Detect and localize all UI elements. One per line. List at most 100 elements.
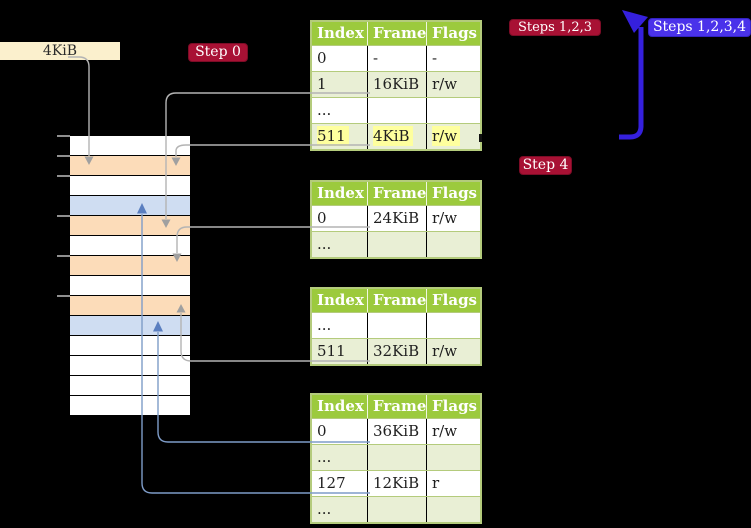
memory-row-page-table: [70, 156, 190, 175]
highlighted-value: 4KiB: [373, 126, 413, 146]
table-header-cell: Flags: [432, 291, 477, 309]
memory-row-page-table: [70, 216, 190, 235]
table-cell: -: [432, 49, 438, 67]
table-cell: 127: [312, 471, 368, 496]
table-cell: ...: [312, 497, 368, 522]
table-row: ...: [312, 97, 480, 123]
table-row: ...: [312, 496, 480, 522]
table-cell: 36KiB: [368, 419, 427, 444]
memory-row-empty: [70, 176, 190, 195]
table-cell: 0: [312, 419, 368, 444]
table-header-cell: Frame: [368, 395, 427, 418]
table-cell: ...: [312, 445, 368, 470]
table-header-cell: Frame: [368, 182, 427, 205]
table-cell: [427, 497, 480, 522]
table-cell: r/w: [432, 422, 458, 440]
memory-row-empty: [70, 136, 190, 155]
table-row: ...: [312, 231, 480, 257]
table-cell: [368, 313, 427, 338]
recursive-loop-arrow: [619, 27, 644, 140]
memory-row-empty: [70, 376, 190, 395]
memory-tick: [57, 175, 70, 177]
table-header-cell: Index: [312, 182, 368, 205]
memory-tick: [57, 255, 70, 257]
table-row: ...: [312, 312, 480, 338]
memory-row-page-table: [70, 256, 190, 275]
table-header-cell: Frame: [368, 22, 427, 45]
table-cell: r/w: [432, 209, 458, 227]
table-cell: [368, 497, 427, 522]
table-cell: 32KiB: [368, 339, 427, 364]
table-header-cell: Index: [312, 22, 368, 45]
memory-row-empty: [70, 396, 190, 415]
table-cell: [368, 98, 427, 123]
memory-row-empty: [70, 356, 190, 375]
table-cell: [368, 232, 427, 257]
table-cell: [368, 445, 427, 470]
table-cell: [427, 232, 480, 257]
table-cell: 0: [312, 206, 368, 231]
table-cell: [427, 98, 480, 123]
table-header-cell: Index: [312, 395, 368, 418]
memory-row-empty: [70, 336, 190, 355]
table-cell: r/w: [432, 342, 458, 360]
table-cell: 12KiB: [368, 471, 427, 496]
memory-row-empty: [70, 276, 190, 295]
table-row: 511 4KiB r/w: [312, 123, 480, 149]
table-cell: [427, 445, 480, 470]
table-cell: 511: [312, 124, 368, 149]
step-0-badge: Step 0: [188, 43, 248, 62]
memory-row-empty: [70, 236, 190, 255]
table-cell: 511: [312, 339, 368, 364]
table-cell: ...: [312, 98, 368, 123]
table-cell: 0: [312, 46, 368, 71]
table-header-cell: Flags: [432, 184, 477, 202]
steps-1-2-3-badge: Steps 1,2,3: [509, 19, 601, 36]
table-header-cell: Flags: [432, 24, 477, 42]
table-cell: 1: [312, 72, 368, 97]
table-cell: [427, 313, 480, 338]
memory-tick: [57, 135, 70, 137]
memory-tick: [57, 215, 70, 217]
table-row: ...: [312, 444, 480, 470]
table-cell: r/w: [432, 75, 458, 93]
table-cell: 4KiB: [368, 124, 427, 149]
memory-row-page-table: [70, 296, 190, 315]
highlighted-value: 511: [317, 126, 349, 146]
memory-row-mapped-page: [70, 316, 190, 335]
table-cell: r: [432, 474, 440, 492]
physical-memory-column: [70, 136, 190, 416]
table-cell: 24KiB: [368, 206, 427, 231]
table-row: 0--: [312, 45, 480, 71]
table-header-cell: Flags: [432, 397, 477, 415]
step-4-badge: Step 4: [519, 156, 572, 175]
memory-tick: [57, 155, 70, 157]
table-cell: r/w: [427, 124, 480, 149]
steps-1-2-3-4-badge: Steps 1,2,3,4: [648, 18, 751, 37]
table-header-cell: Frame: [368, 289, 427, 312]
table-cell: ...: [312, 313, 368, 338]
highlighted-value: r/w: [432, 126, 461, 146]
memory-row-mapped-page: [70, 196, 190, 215]
table-border-notch: [479, 134, 482, 142]
memory-address-label: 4KiB: [0, 42, 120, 60]
table-header-cell: Index: [312, 289, 368, 312]
table-cell: 16KiB: [368, 72, 427, 97]
table-cell: -: [368, 46, 427, 71]
table-cell: ...: [312, 232, 368, 257]
recursive-loop-arrow-arrowhead: [622, 10, 648, 33]
